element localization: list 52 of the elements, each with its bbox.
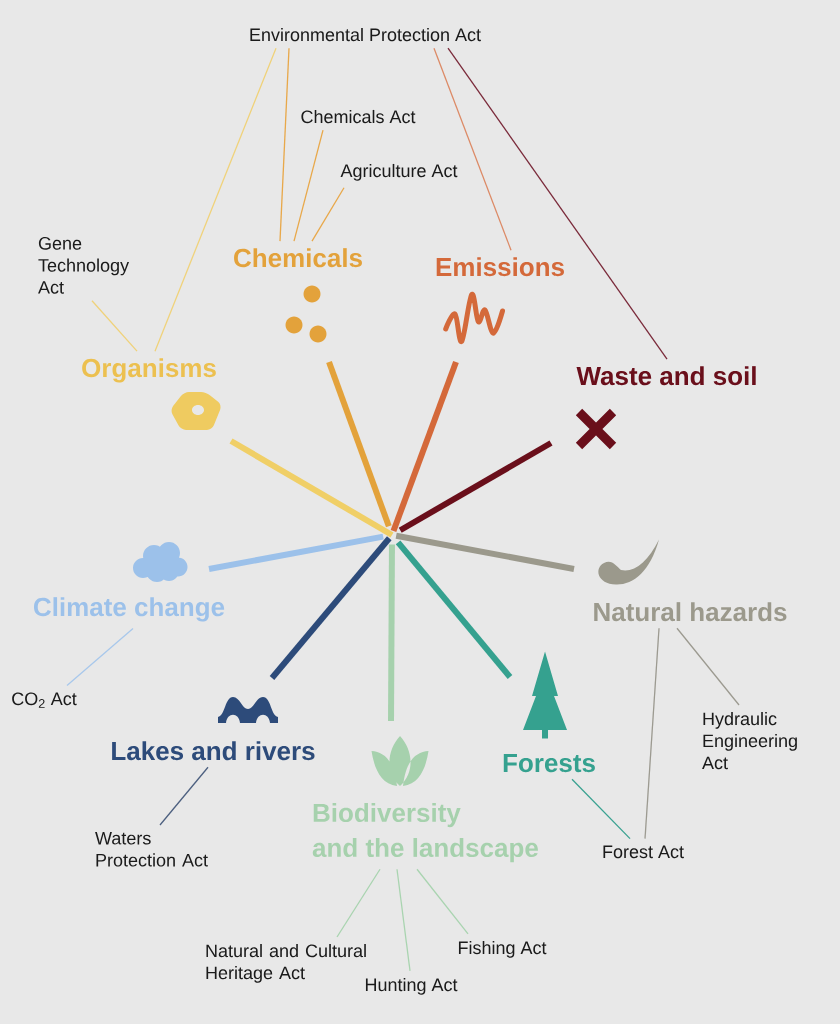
leader-line bbox=[676, 627, 740, 706]
leader-line bbox=[396, 868, 411, 972]
spoke-line bbox=[398, 440, 553, 533]
law-label: Forest Act bbox=[603, 845, 684, 859]
category-label: Organisms bbox=[82, 358, 216, 383]
cell-icon bbox=[171, 392, 221, 430]
waves-icon bbox=[218, 697, 278, 723]
cross-icon bbox=[574, 407, 618, 451]
spoke-line bbox=[395, 532, 575, 572]
category-label: Waste and soil bbox=[576, 366, 756, 386]
law-label: Waters Protection Act bbox=[95, 832, 208, 867]
leader-line bbox=[644, 627, 660, 840]
spoke-line bbox=[269, 536, 392, 680]
leader-line bbox=[336, 868, 381, 938]
law-label: Natural and Cultural Heritage Act bbox=[206, 944, 366, 983]
law-label: Fishing Act bbox=[458, 940, 547, 958]
leader-line bbox=[571, 778, 631, 840]
spoke-line bbox=[326, 360, 392, 528]
category-label: Chemicals bbox=[234, 248, 362, 268]
spoke-line bbox=[208, 533, 384, 572]
leader-line bbox=[91, 300, 138, 352]
leader-line bbox=[447, 47, 668, 360]
spoke-line bbox=[229, 438, 394, 538]
law-label: Hydraulic Engineering Act bbox=[702, 712, 797, 770]
leader-line bbox=[66, 627, 134, 687]
law-label: Environmental Protection Act bbox=[250, 27, 481, 42]
category-label: Emissions bbox=[436, 257, 564, 277]
tree-icon bbox=[523, 651, 567, 739]
leader-line bbox=[311, 187, 345, 242]
law-label: Gene Technology Act bbox=[38, 237, 130, 294]
wave-icon bbox=[443, 291, 505, 345]
spoke-line bbox=[395, 540, 513, 679]
category-label: Natural hazards bbox=[594, 602, 787, 622]
law-label: Chemicals Act bbox=[301, 109, 416, 124]
leader-line bbox=[433, 47, 512, 251]
category-label: Lakes and rivers bbox=[112, 741, 315, 761]
leaves-icon bbox=[371, 736, 429, 786]
leader-line bbox=[293, 129, 324, 242]
category-label: Forests bbox=[503, 754, 595, 773]
spoke-line bbox=[388, 544, 395, 721]
category-label: Biodiversity and the landscape bbox=[312, 803, 538, 863]
spoke-line bbox=[390, 360, 459, 533]
leader-line bbox=[154, 47, 277, 352]
leader-line bbox=[159, 766, 209, 826]
law-label: Agriculture Act bbox=[340, 163, 458, 181]
category-label: Climate change bbox=[34, 597, 225, 622]
leader-line bbox=[416, 868, 469, 935]
horn-icon bbox=[598, 539, 659, 585]
law-label: Hunting Act bbox=[365, 977, 458, 995]
dots-icon bbox=[285, 285, 327, 343]
leader-line bbox=[279, 47, 290, 242]
law-label: CO$_{2}$ Act bbox=[12, 692, 77, 708]
